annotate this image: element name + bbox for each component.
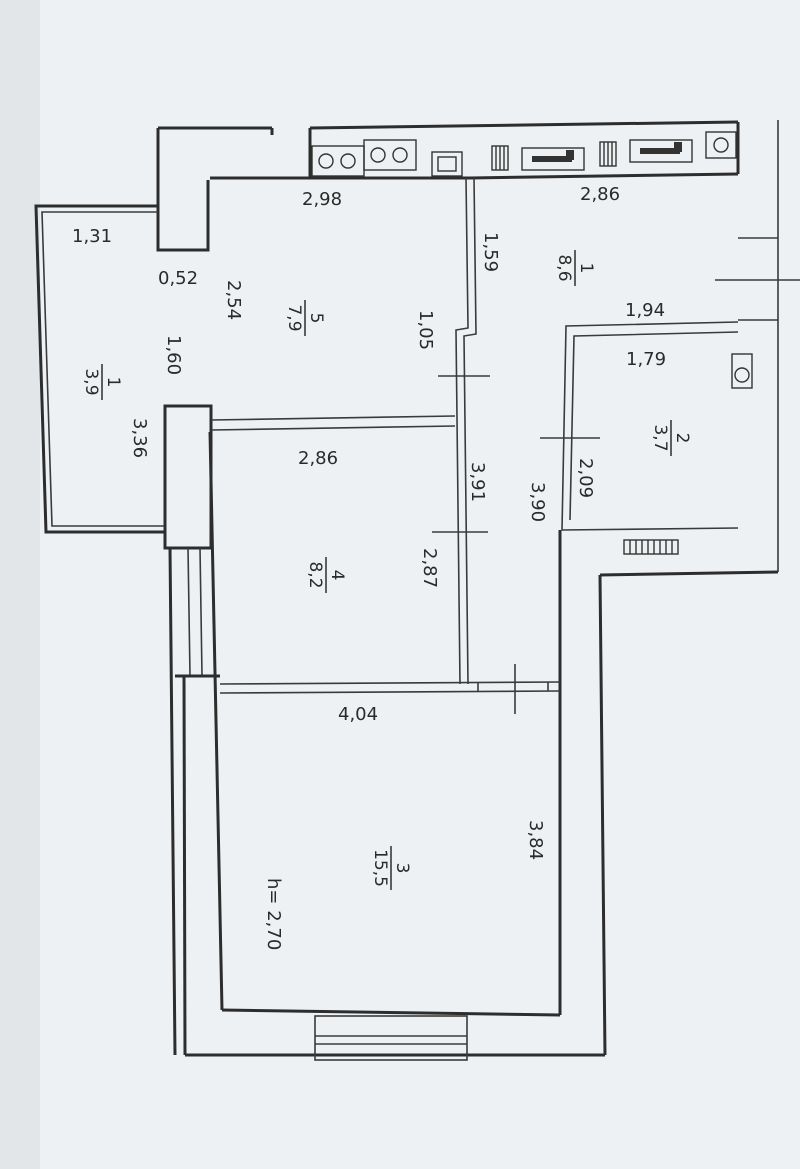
dimension-label: 3,84 <box>525 820 546 860</box>
ceiling-height-label: h= 2,70 <box>263 878 284 950</box>
room-label-bath: 2 3,7 <box>650 420 692 456</box>
room-label-kitchen: 1 8,6 <box>554 250 596 286</box>
room-number: 5 <box>306 313 326 324</box>
room-area: 3,7 <box>650 424 670 451</box>
top-wall <box>210 120 740 180</box>
dimension-label: 2,87 <box>419 548 440 588</box>
stove-icon <box>311 139 417 177</box>
living-top-wall <box>219 681 561 694</box>
dimension-label: 1,59 <box>480 232 501 272</box>
dimension-label: 2,86 <box>580 184 620 205</box>
dimension-label: 2,98 <box>302 189 342 210</box>
bath-radiator-icon <box>623 539 679 555</box>
washbasin-icon <box>705 131 737 159</box>
room-area: 3,9 <box>81 368 101 395</box>
room-label-living: 3 15,5 <box>370 846 412 890</box>
room-area: 15,5 <box>370 849 390 887</box>
dimension-label: 3,36 <box>129 418 150 458</box>
bedroom-divider-wall <box>210 415 456 431</box>
kitchen-bedroom-wall <box>455 177 477 685</box>
dimension-label: 2,54 <box>223 280 244 320</box>
room-number: 3 <box>392 863 412 874</box>
dimension-label: 1,05 <box>415 310 436 350</box>
dimension-label: 3,91 <box>467 462 488 502</box>
balcony-outline <box>34 204 165 534</box>
dimension-label: 1,94 <box>625 300 665 321</box>
dimension-label: 4,04 <box>338 704 378 725</box>
dimension-label: 2,09 <box>575 458 596 498</box>
right-wall <box>558 120 800 1056</box>
left-wall <box>168 431 224 1056</box>
room-area: 8,2 <box>305 561 325 588</box>
room-label-bedroom: 5 7,9 <box>284 300 326 336</box>
dimension-label: 1,79 <box>626 349 666 370</box>
room-number: 1 <box>576 263 596 274</box>
dimension-label: 0,52 <box>158 268 198 289</box>
door-markers <box>432 375 600 714</box>
room-area: 7,9 <box>284 304 304 331</box>
dimension-label: 1,31 <box>72 226 112 247</box>
room-label-balcony: 1 3,9 <box>81 364 123 400</box>
room-number: 2 <box>672 433 692 444</box>
room-area: 8,6 <box>554 254 574 281</box>
dimension-label: 3,90 <box>527 482 548 522</box>
room-number: 4 <box>327 570 347 581</box>
room-label-bedroom-small: 4 8,2 <box>305 557 347 593</box>
bottom-wall <box>185 1008 605 1061</box>
toilet-icon <box>731 353 753 389</box>
sink-icon <box>431 151 463 177</box>
dimension-label: 2,86 <box>298 448 338 469</box>
bathroom-walls <box>561 321 739 531</box>
radiator-icon <box>491 141 617 171</box>
paper-shadow-left <box>0 0 40 1169</box>
dimension-label: 1,60 <box>163 335 184 375</box>
room-number: 1 <box>103 377 123 388</box>
counter-icon <box>521 139 693 171</box>
shaft-wall <box>156 126 274 252</box>
